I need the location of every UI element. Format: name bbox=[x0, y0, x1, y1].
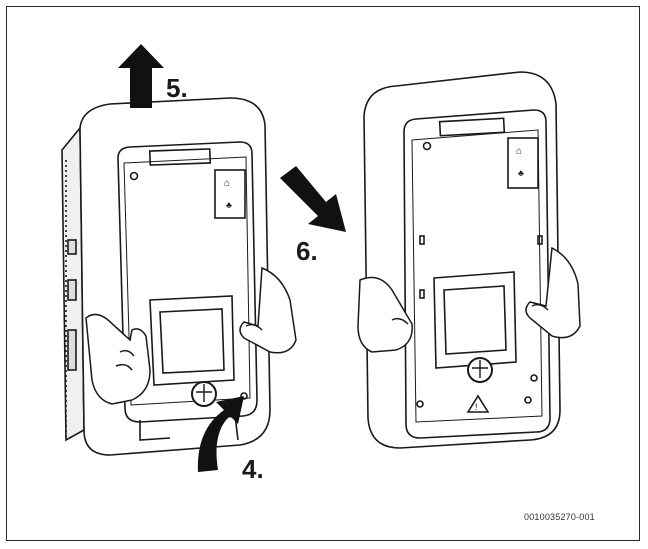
right-hand bbox=[239, 266, 297, 354]
step-label-6: 6. bbox=[296, 236, 318, 266]
document-code: 0010035270-001 bbox=[524, 512, 595, 522]
arrow-diagonal-down-right-icon bbox=[280, 166, 346, 232]
svg-text:⌂: ⌂ bbox=[516, 146, 522, 157]
step-label-5: 5. bbox=[166, 73, 188, 103]
svg-text:♣: ♣ bbox=[518, 168, 524, 178]
right-unit-right-hand bbox=[525, 246, 581, 339]
right-unit-left-hand bbox=[357, 276, 413, 353]
svg-text:♣: ♣ bbox=[226, 200, 232, 210]
left-hand bbox=[85, 313, 151, 405]
svg-text:!: ! bbox=[475, 402, 478, 412]
arrow-up-icon bbox=[118, 44, 164, 108]
right-housing: ⌂ ♣ ! bbox=[363, 71, 561, 449]
step-label-4: 4. bbox=[242, 454, 264, 484]
arrow-curved-up-icon bbox=[197, 396, 244, 472]
svg-text:⌂: ⌂ bbox=[224, 178, 230, 189]
